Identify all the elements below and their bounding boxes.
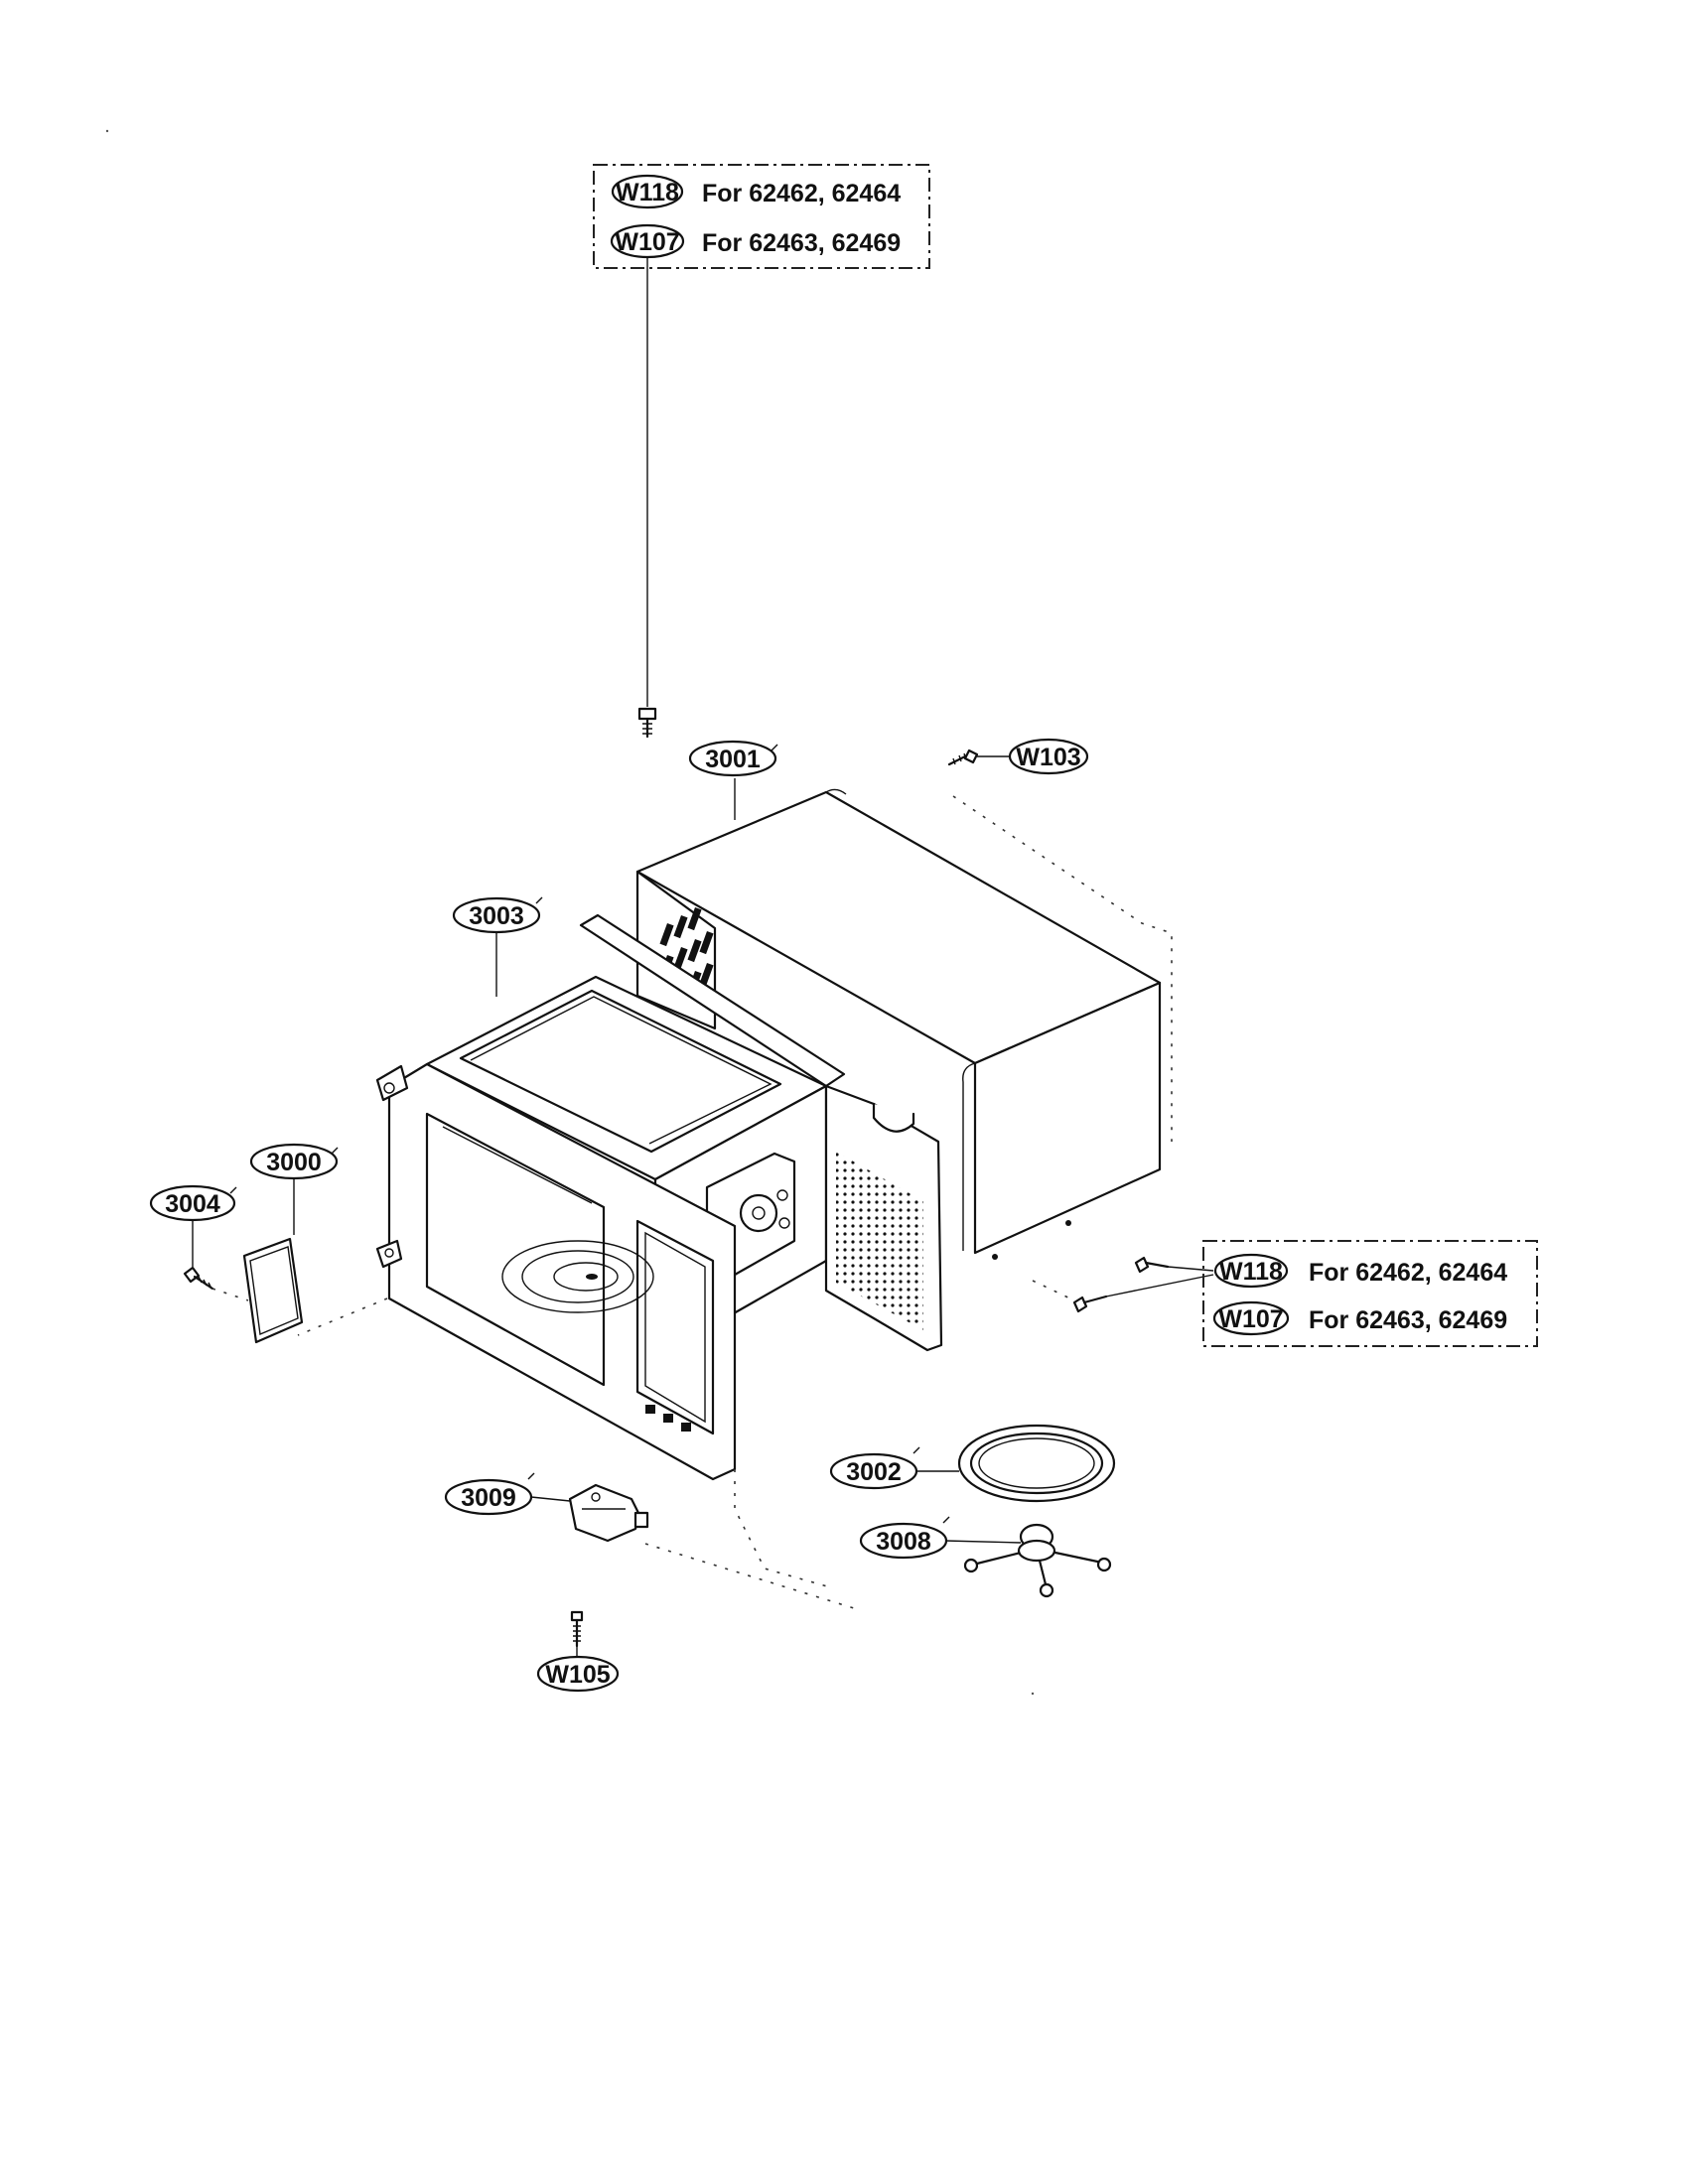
screw-note-right: W118 For 62462, 62464 W107 For 62463, 62…: [1202, 1240, 1538, 1347]
note-top-text-2: For 62463, 62469: [702, 229, 901, 257]
callout-3001: 3001: [688, 740, 778, 820]
cavity-turntable-icon: [501, 1240, 654, 1313]
note-right-row-1: W118 For 62462, 62464: [1213, 1253, 1507, 1289]
glass-tray-3002-icon: [957, 1424, 1116, 1503]
callout-w103: W103: [1008, 738, 1089, 775]
screw-note-top: W118 For 62462, 62464 W107 For 62463, 62…: [593, 164, 930, 707]
note-top-code-2: W107: [615, 228, 679, 256]
oven-cavity-3003: [297, 913, 943, 1589]
screw-w105-icon: [570, 1610, 584, 1648]
callout-3008: 3008: [859, 1516, 1022, 1560]
callout-3004: 3004: [149, 1184, 237, 1267]
top-screw-icon: [637, 707, 657, 739]
note-right-code-1: W118: [1219, 1258, 1283, 1286]
screw-3004-icon: [183, 1266, 214, 1291]
note-right-code-2: W107: [1218, 1305, 1283, 1333]
note-top-code-1: W118: [616, 179, 679, 206]
note-top-text-1: For 62462, 62464: [702, 180, 901, 207]
label-3002: 3002: [846, 1458, 902, 1486]
label-w105: W105: [545, 1661, 610, 1689]
label-w103: W103: [1016, 744, 1080, 771]
label-3004: 3004: [165, 1190, 220, 1218]
roller-ring-3008-icon: [963, 1523, 1112, 1598]
callout-3000: 3000: [249, 1143, 339, 1235]
label-3009: 3009: [461, 1484, 516, 1512]
callout-3003: 3003: [452, 896, 543, 997]
back-plate-holes: [836, 1152, 923, 1330]
callout-3002: 3002: [829, 1446, 959, 1490]
callout-w105: W105: [536, 1655, 620, 1693]
label-3000: 3000: [266, 1149, 322, 1176]
note-top-row-1: W118 For 62462, 62464: [611, 174, 901, 209]
turntable-motor-3009-icon: [568, 1483, 649, 1543]
note-right-row-2: W107 For 62463, 62469: [1212, 1300, 1507, 1336]
label-3008: 3008: [876, 1528, 931, 1556]
cover-3000: [242, 1237, 304, 1344]
label-3003: 3003: [469, 902, 524, 930]
right-screws-icon: [1072, 1256, 1214, 1313]
label-3001: 3001: [705, 746, 761, 773]
callout-3009: 3009: [444, 1472, 571, 1516]
note-right-text-2: For 62463, 62469: [1309, 1306, 1507, 1334]
note-right-text-1: For 62462, 62464: [1309, 1259, 1507, 1287]
note-top-row-2: W107 For 62463, 62469: [610, 223, 901, 259]
screw-w103-icon: [947, 749, 979, 766]
